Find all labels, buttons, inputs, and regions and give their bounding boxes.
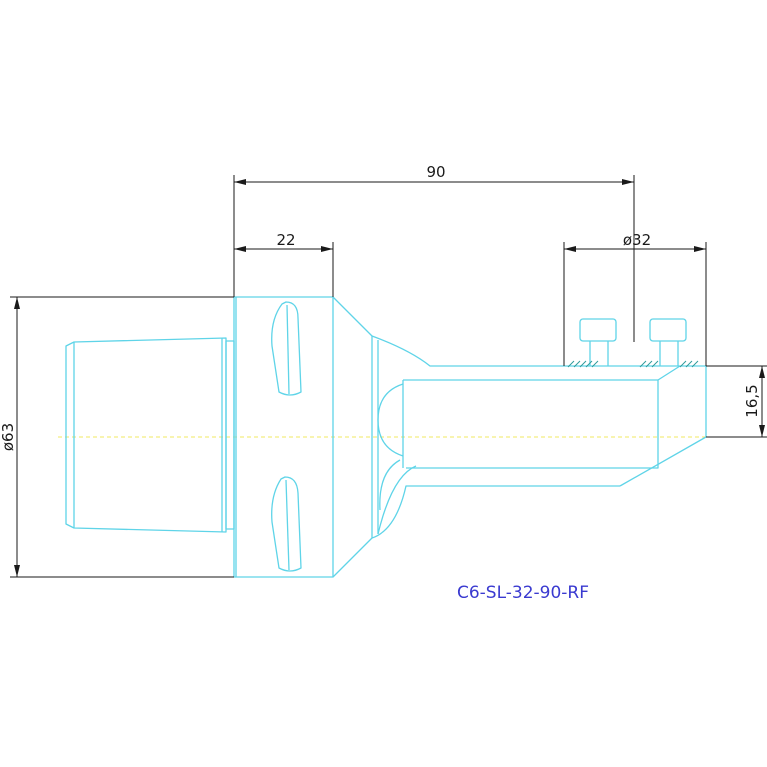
dim-32-label: ø32 [623, 231, 651, 249]
neck-lower-curve [371, 485, 620, 539]
bulb-upper-arc [377, 383, 404, 457]
dimension-lines [10, 175, 767, 578]
part-outline [65, 296, 707, 578]
lower-key-slot-line [285, 479, 290, 571]
dimension-arrows [14, 179, 765, 577]
right-screw-head [649, 318, 687, 342]
upper-key-slot [271, 301, 302, 396]
transition-cone [332, 296, 373, 578]
part-code: C6-SL-32-90-RF [457, 583, 589, 603]
dim-165-label: 16,5 [743, 384, 761, 417]
bore-chamfer-top [657, 365, 681, 381]
screw-hatch [567, 360, 699, 368]
dim-22-label: 22 [276, 231, 295, 249]
upper-key-slot-line [286, 304, 290, 395]
bulb-lower-arc [379, 459, 401, 511]
dim-90-label: 90 [426, 163, 445, 181]
flange [233, 296, 334, 578]
shank-step [225, 340, 235, 530]
bore-outline [403, 379, 659, 469]
holder-body [565, 365, 707, 487]
left-screw-head [579, 318, 617, 342]
neck-upper-curve [371, 335, 565, 367]
neck-inner-curve [377, 465, 417, 535]
shank-taper [65, 337, 227, 533]
dim-63-label: ø63 [0, 423, 17, 451]
lower-key-slot [271, 476, 302, 572]
